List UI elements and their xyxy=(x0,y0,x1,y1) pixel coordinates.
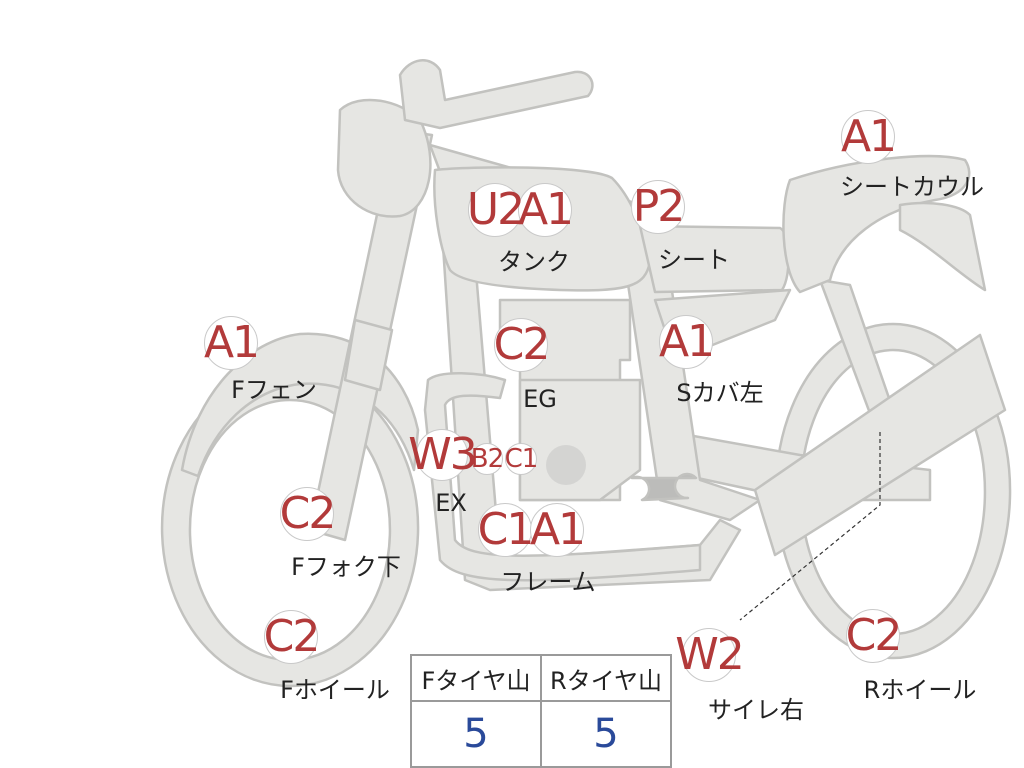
grade-badge xyxy=(204,316,258,370)
r-wheel-grade: C2 xyxy=(845,610,903,661)
silencer-shape xyxy=(753,333,1007,557)
tire-tread-header-row: Fタイヤ山 Rタイヤ山 xyxy=(410,654,672,702)
grade-badge xyxy=(264,610,318,664)
seat-cowl-shape xyxy=(782,154,971,294)
tail-light-shape xyxy=(898,201,987,292)
footpeg-shape xyxy=(630,472,698,502)
grade-badge xyxy=(478,503,532,557)
grade-badge xyxy=(530,503,584,557)
grade-badge xyxy=(846,609,900,663)
exhaust-label: EX xyxy=(435,489,467,517)
f-fork-lower-grade: C2 xyxy=(279,488,337,539)
grade-badge xyxy=(631,180,685,234)
seat-label: シート xyxy=(658,246,730,274)
grade-badge xyxy=(841,110,895,164)
exhaust-grade-3: C1 xyxy=(504,444,539,474)
tire-tread-table: Fタイヤ山 Rタイヤ山 5 5 xyxy=(410,654,672,768)
r-wheel-label: Rホイール xyxy=(863,676,977,704)
silencer-leader-line xyxy=(739,432,881,621)
rear-tire-tread-header: Rタイヤ山 xyxy=(540,654,672,702)
front-tire-tread-header: Fタイヤ山 xyxy=(410,654,542,702)
headlight-shape xyxy=(336,98,432,218)
grade-badge xyxy=(468,183,522,237)
exhaust-grade-1: W3 xyxy=(408,429,477,480)
seat-grade: P2 xyxy=(632,181,686,232)
handlebar-shape xyxy=(398,59,594,130)
f-fork-lower-label: Fフォク下 xyxy=(291,553,401,581)
f-wheel-grade: C2 xyxy=(263,611,321,662)
front-tire-tread-value: 5 xyxy=(410,700,542,768)
grade-badge xyxy=(280,487,334,541)
tank-grade-2: A1 xyxy=(517,184,574,235)
grade-badge xyxy=(416,429,468,481)
grade-badge xyxy=(471,443,503,475)
f-fender-grade: A1 xyxy=(203,317,260,368)
grade-badge xyxy=(659,315,713,369)
exhaust-grade-2: B2 xyxy=(470,444,504,474)
frame-grade-2: A1 xyxy=(529,504,586,555)
frame-label: フレーム xyxy=(500,568,596,596)
engine-grade: C2 xyxy=(493,319,551,370)
grade-badge xyxy=(682,628,736,682)
silencer-right-label: サイレ右 xyxy=(708,696,804,724)
grade-badge xyxy=(518,183,572,237)
seat-cowl-label: シートカウル xyxy=(840,173,984,201)
grade-badge xyxy=(494,318,548,372)
seat-cowl-grade: A1 xyxy=(840,111,897,162)
grade-badge xyxy=(505,443,537,475)
f-wheel-label: Fホイール xyxy=(280,676,390,704)
fork-upper-shape xyxy=(343,318,394,392)
s-cover-left-label: Sカバ左 xyxy=(676,379,764,407)
tank-grade-1: U2 xyxy=(466,184,525,235)
frame-grade-1: C1 xyxy=(477,504,535,555)
engine-crank-shape xyxy=(546,445,586,485)
rear-tire-tread-value: 5 xyxy=(540,700,672,768)
silencer-right-grade: W2 xyxy=(675,629,744,680)
s-cover-left-grade: A1 xyxy=(658,316,715,367)
tire-tread-value-row: 5 5 xyxy=(410,700,672,768)
f-fender-label: Fフェン xyxy=(231,376,317,404)
tank-label: タンク xyxy=(498,248,570,276)
engine-label: EG xyxy=(523,385,557,413)
